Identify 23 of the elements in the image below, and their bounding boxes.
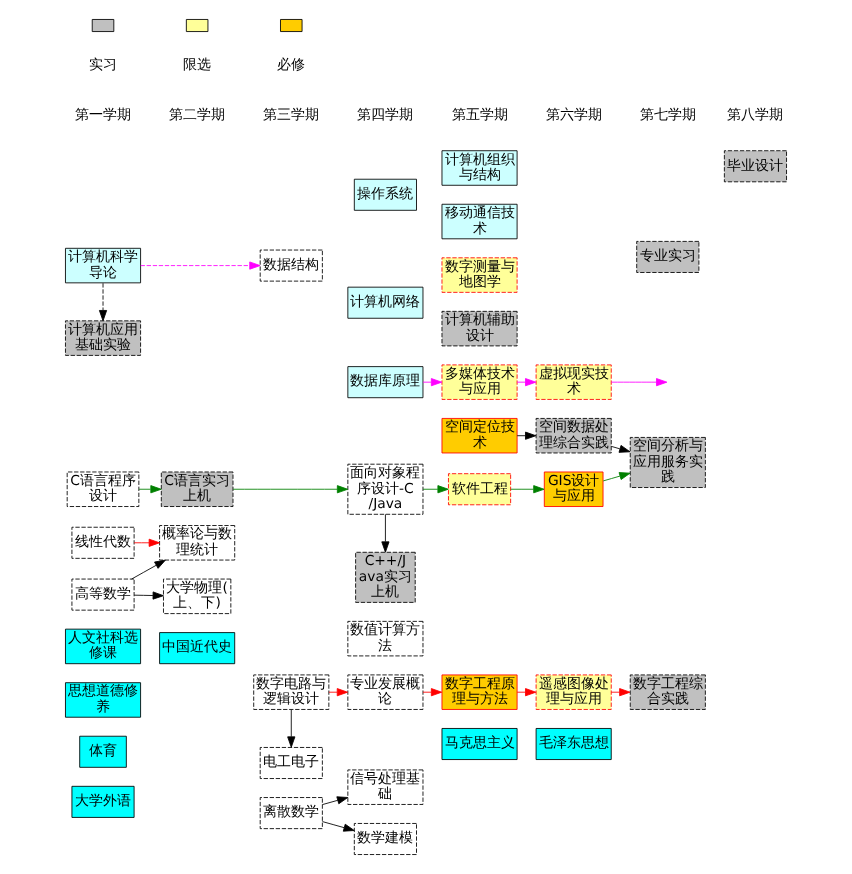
- arrow: [232, 485, 349, 494]
- arrow: [422, 688, 443, 697]
- arrow: [138, 485, 162, 494]
- arrow: [140, 261, 261, 270]
- arrow: [610, 444, 631, 453]
- arrow: [516, 378, 537, 387]
- arrow: [610, 688, 631, 697]
- arrow: [516, 431, 537, 440]
- arrow: [98, 282, 108, 322]
- arrow: [510, 485, 545, 494]
- arrow: [321, 821, 355, 832]
- arrow: [131, 559, 166, 580]
- arrow: [133, 538, 160, 547]
- arrow: [602, 472, 631, 482]
- arrow: [422, 485, 449, 494]
- arrow: [321, 796, 349, 806]
- arrow: [516, 688, 537, 697]
- arrow: [328, 688, 348, 697]
- arrow: [610, 378, 668, 387]
- arrow: [287, 709, 296, 748]
- arrow: [381, 513, 390, 553]
- arrow: [422, 378, 443, 387]
- arrow: [133, 591, 164, 600]
